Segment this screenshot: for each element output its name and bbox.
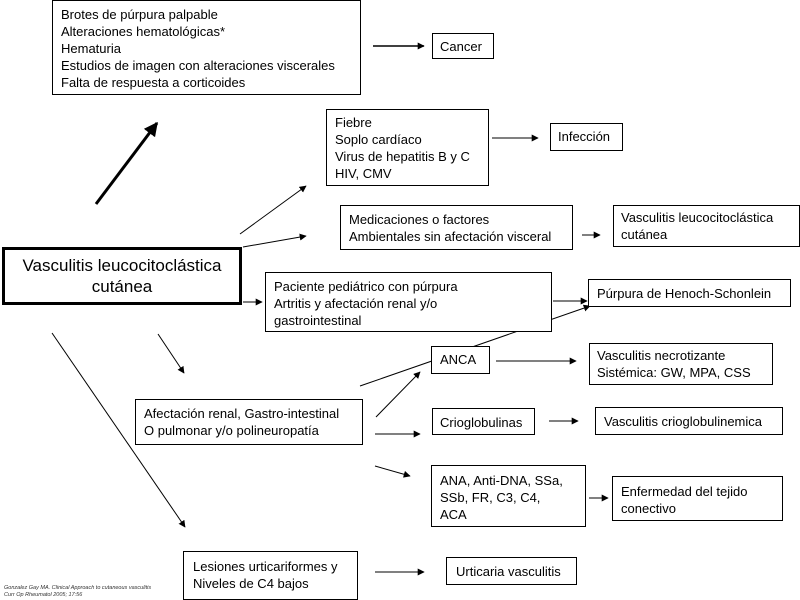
connective-tissue-node: Enfermedad del tejido conectivo	[612, 476, 783, 521]
node-line: Urticaria vasculitis	[456, 564, 561, 579]
node-line: ACA	[440, 507, 467, 522]
anca-node: ANCA	[431, 346, 490, 374]
node-line: O pulmonar y/o polineuropatía	[144, 423, 319, 438]
henoch-node: Púrpura de Henoch-Schonlein	[588, 279, 791, 307]
infection-node: Infección	[550, 123, 623, 151]
node-line: Virus de hepatitis B y C	[335, 149, 470, 164]
autoantibodies-node: ANA, Anti-DNA, SSa, SSb, FR, C3, C4, ACA	[431, 465, 586, 527]
node-line: Vasculitis necrotizante	[597, 348, 726, 363]
node-line: Sistémica: GW, MPA, CSS	[597, 365, 751, 380]
node-line: SSb, FR, C3, C4,	[440, 490, 541, 505]
organ-involvement-node: Afectación renal, Gastro-intestinal O pu…	[135, 399, 363, 445]
cryoglobulinemic-node: Vasculitis crioglobulinemica	[595, 407, 783, 435]
medication-criteria-node: Medicaciones o factores Ambientales sin …	[340, 205, 573, 250]
node-line: Púrpura de Henoch-Schonlein	[597, 286, 772, 301]
node-line: Cancer	[440, 39, 482, 54]
node-line: Afectación renal, Gastro-intestinal	[144, 406, 340, 421]
arrow-main-to-urticarial-criteria	[51, 332, 186, 528]
citation-line: Curr Op Rheumatol 2005; 17:56	[4, 592, 83, 598]
pediatric-criteria-node: Paciente pediátrico con púrpura Artritis…	[265, 272, 552, 332]
necrotizing-node: Vasculitis necrotizante Sistémica: GW, M…	[589, 343, 773, 385]
cryoglobulins-node: Crioglobulinas	[432, 408, 535, 435]
cancer-node: Cancer	[432, 33, 494, 59]
arrow-main-to-medication-criteria	[242, 233, 307, 248]
arrow-main-to-infection-criteria	[239, 185, 307, 235]
node-line: Hematuria	[61, 41, 121, 56]
node-line: Enfermedad del tejido	[621, 484, 748, 499]
main-node: Vasculitis leucocitoclástica cutánea	[2, 247, 242, 305]
node-line: conectivo	[621, 501, 676, 516]
arrow-organ-involvement-to-autoantibodies	[374, 465, 411, 478]
citation: Gonzalez Gay MA. Clinical Approach to cu…	[4, 585, 151, 599]
node-line: Paciente pediátrico con púrpura	[274, 279, 458, 294]
arrow-main-to-cancer-criteria	[94, 121, 159, 205]
node-line: Alteraciones hematológicas*	[61, 24, 226, 39]
node-line: ANA, Anti-DNA, SSa,	[440, 473, 563, 488]
node-line: Medicaciones o factores	[349, 212, 490, 227]
node-line: HIV, CMV	[335, 166, 392, 181]
node-line: Lesiones urticariformes y	[193, 559, 338, 574]
node-line: Falta de respuesta a corticoides	[61, 75, 246, 90]
node-line: Crioglobulinas	[440, 415, 523, 430]
main-node-line: cutánea	[91, 277, 153, 296]
node-line: gastrointestinal	[274, 313, 362, 328]
urticarial-vasculitis-node: Urticaria vasculitis	[446, 557, 577, 585]
node-line: Brotes de púrpura palpable	[61, 7, 218, 22]
cancer-criteria-node: Brotes de púrpura palpable Alteraciones …	[52, 0, 361, 95]
arrow-main-to-organ-involvement	[157, 333, 185, 374]
node-line: Vasculitis crioglobulinemica	[604, 414, 762, 429]
cutaneous-vasculitis-node: Vasculitis leucocitoclástica cutánea	[613, 205, 800, 247]
node-line: Infección	[558, 129, 611, 144]
node-line: ANCA	[440, 352, 477, 367]
node-line: Vasculitis leucocitoclástica	[621, 210, 774, 225]
arrow-organ-involvement-to-anca	[375, 371, 421, 418]
main-node-line: Vasculitis leucocitoclástica	[22, 256, 222, 275]
urticarial-criteria-node: Lesiones urticariformes y Niveles de C4 …	[183, 551, 358, 600]
node-line: Ambientales sin afectación visceral	[349, 229, 552, 244]
node-line: Soplo cardíaco	[335, 132, 422, 147]
node-line: Fiebre	[335, 115, 372, 130]
infection-criteria-node: Fiebre Soplo cardíaco Virus de hepatitis…	[326, 109, 489, 186]
node-line: cutánea	[621, 227, 668, 242]
node-line: Artritis y afectación renal y/o	[274, 296, 438, 311]
node-line: Niveles de C4 bajos	[193, 576, 309, 591]
node-line: Estudios de imagen con alteraciones visc…	[61, 58, 335, 73]
citation-line: Gonzalez Gay MA. Clinical Approach to cu…	[4, 585, 152, 591]
